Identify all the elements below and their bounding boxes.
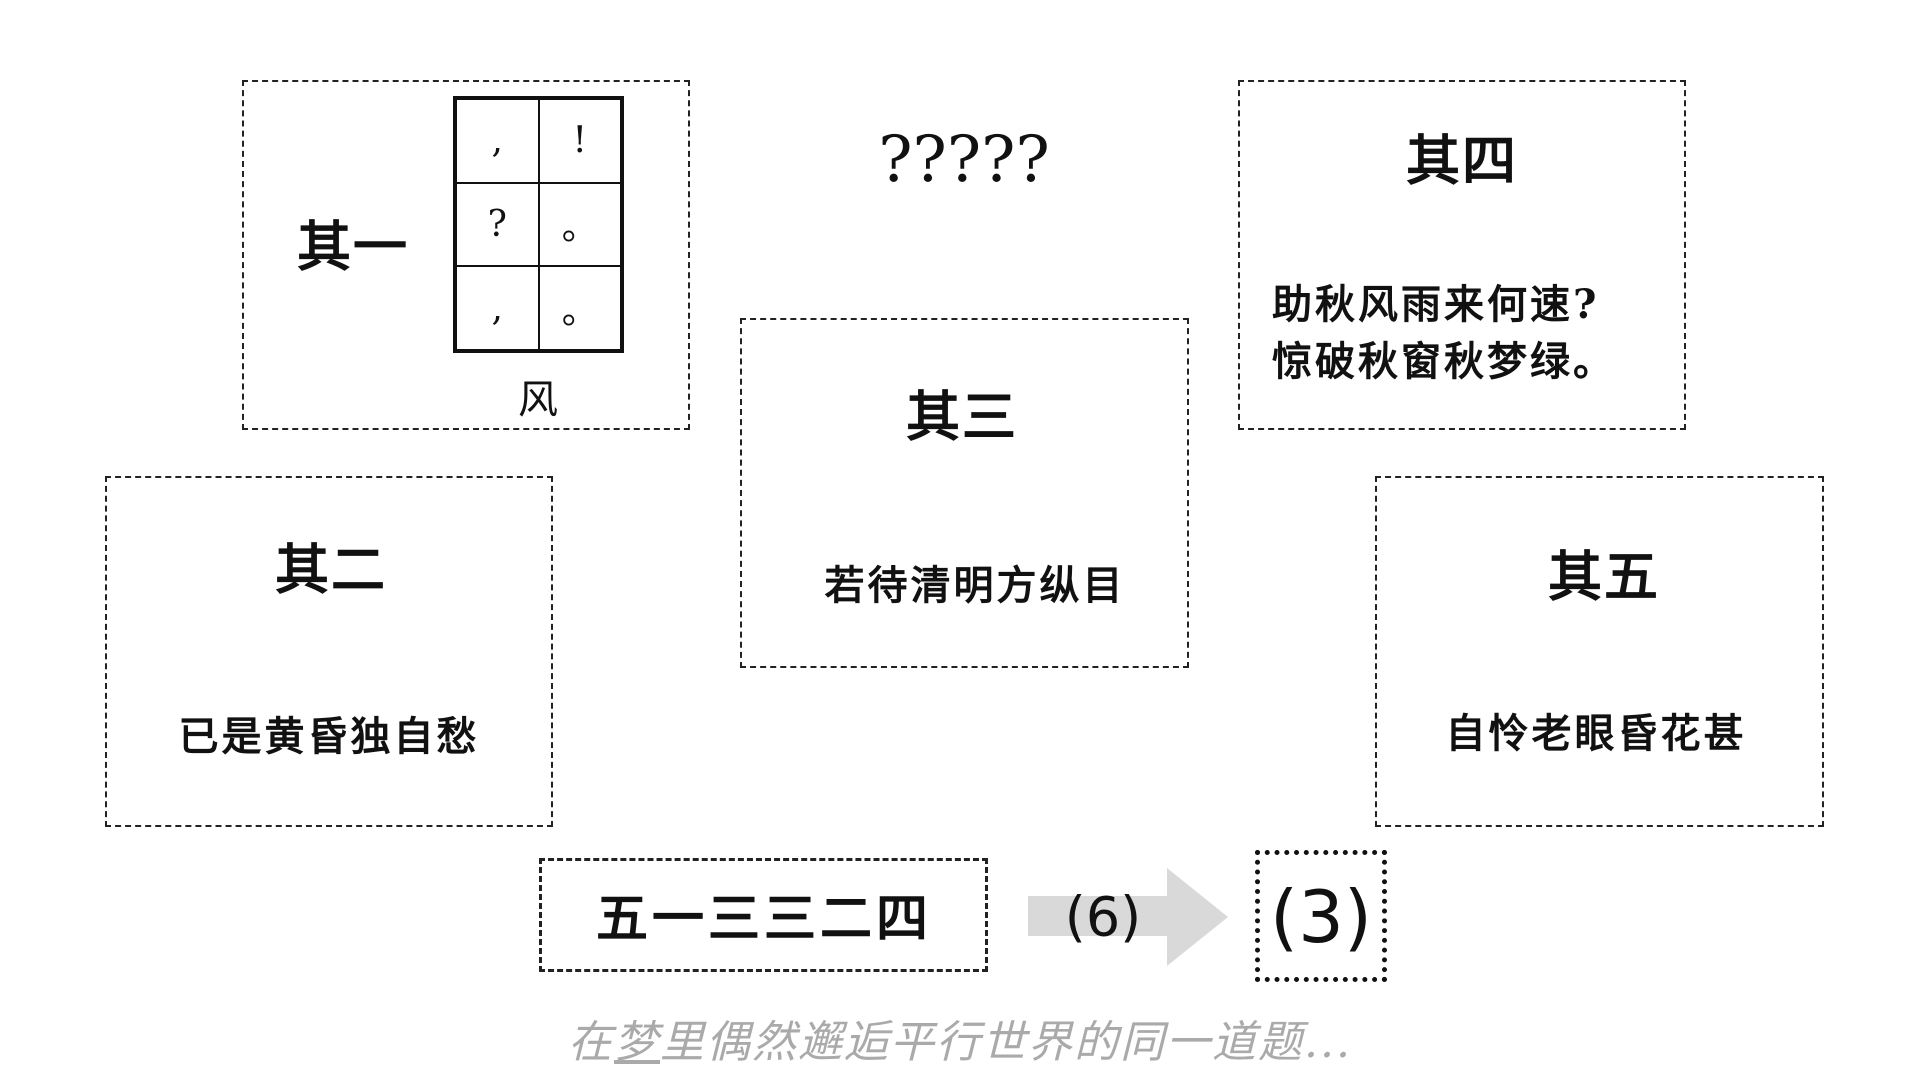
arrow-label: (6) (1064, 885, 1142, 949)
punctuation-grid: , ! ? 。 , 。 (453, 96, 624, 353)
puzzle-3-text: 若待清明方纵目 (824, 562, 1126, 609)
mystery-text: ????? (878, 123, 1050, 197)
sequence-box (539, 858, 988, 972)
puzzle-4-line: 惊破秋窗秋梦绿。 (1272, 338, 1616, 385)
puzzle-5-title: 其五 (1548, 544, 1660, 609)
puzzle-3-card (740, 318, 1189, 668)
puzzle-2-title: 其二 (275, 537, 387, 602)
puzzle-5-card (1375, 476, 1824, 827)
grid-cell: 。 (538, 266, 621, 350)
footer-caption: 在梦里偶然邂逅平行世界的同一道题... (568, 1006, 1352, 1070)
puzzle-3-title: 其三 (906, 384, 1018, 449)
puzzle-2-text: 已是黄昏独自愁 (178, 713, 480, 760)
puzzle-1-title: 其一 (297, 214, 409, 279)
footer-underlined: 梦 (614, 1017, 661, 1068)
grid-cell: ? (456, 182, 539, 267)
answer-text: (3) (1270, 875, 1372, 959)
puzzle-4-title: 其四 (1406, 128, 1518, 193)
grid-cell: , (456, 266, 539, 350)
answer-box (1255, 850, 1387, 982)
footer-before: 在 (568, 1017, 615, 1068)
puzzle-5-text: 自怜老眼昏花甚 (1445, 710, 1747, 757)
puzzle-4-line: 助秋风雨来何速? (1272, 281, 1600, 328)
arrow-shape (1028, 868, 1228, 966)
grid-cell: ! (538, 99, 621, 183)
grid-cell: , (456, 99, 539, 183)
puzzle-1-card (242, 80, 690, 430)
grid-caption: 风 (518, 377, 558, 423)
puzzle-2-card (105, 476, 553, 827)
sequence-text: 五一三三二四 (595, 888, 933, 950)
grid-cell: 。 (538, 182, 621, 267)
puzzle-4-card (1238, 80, 1686, 430)
arrow-icon (1028, 868, 1228, 966)
footer-after: 里偶然邂逅平行世界的同一道题... (660, 1017, 1352, 1068)
